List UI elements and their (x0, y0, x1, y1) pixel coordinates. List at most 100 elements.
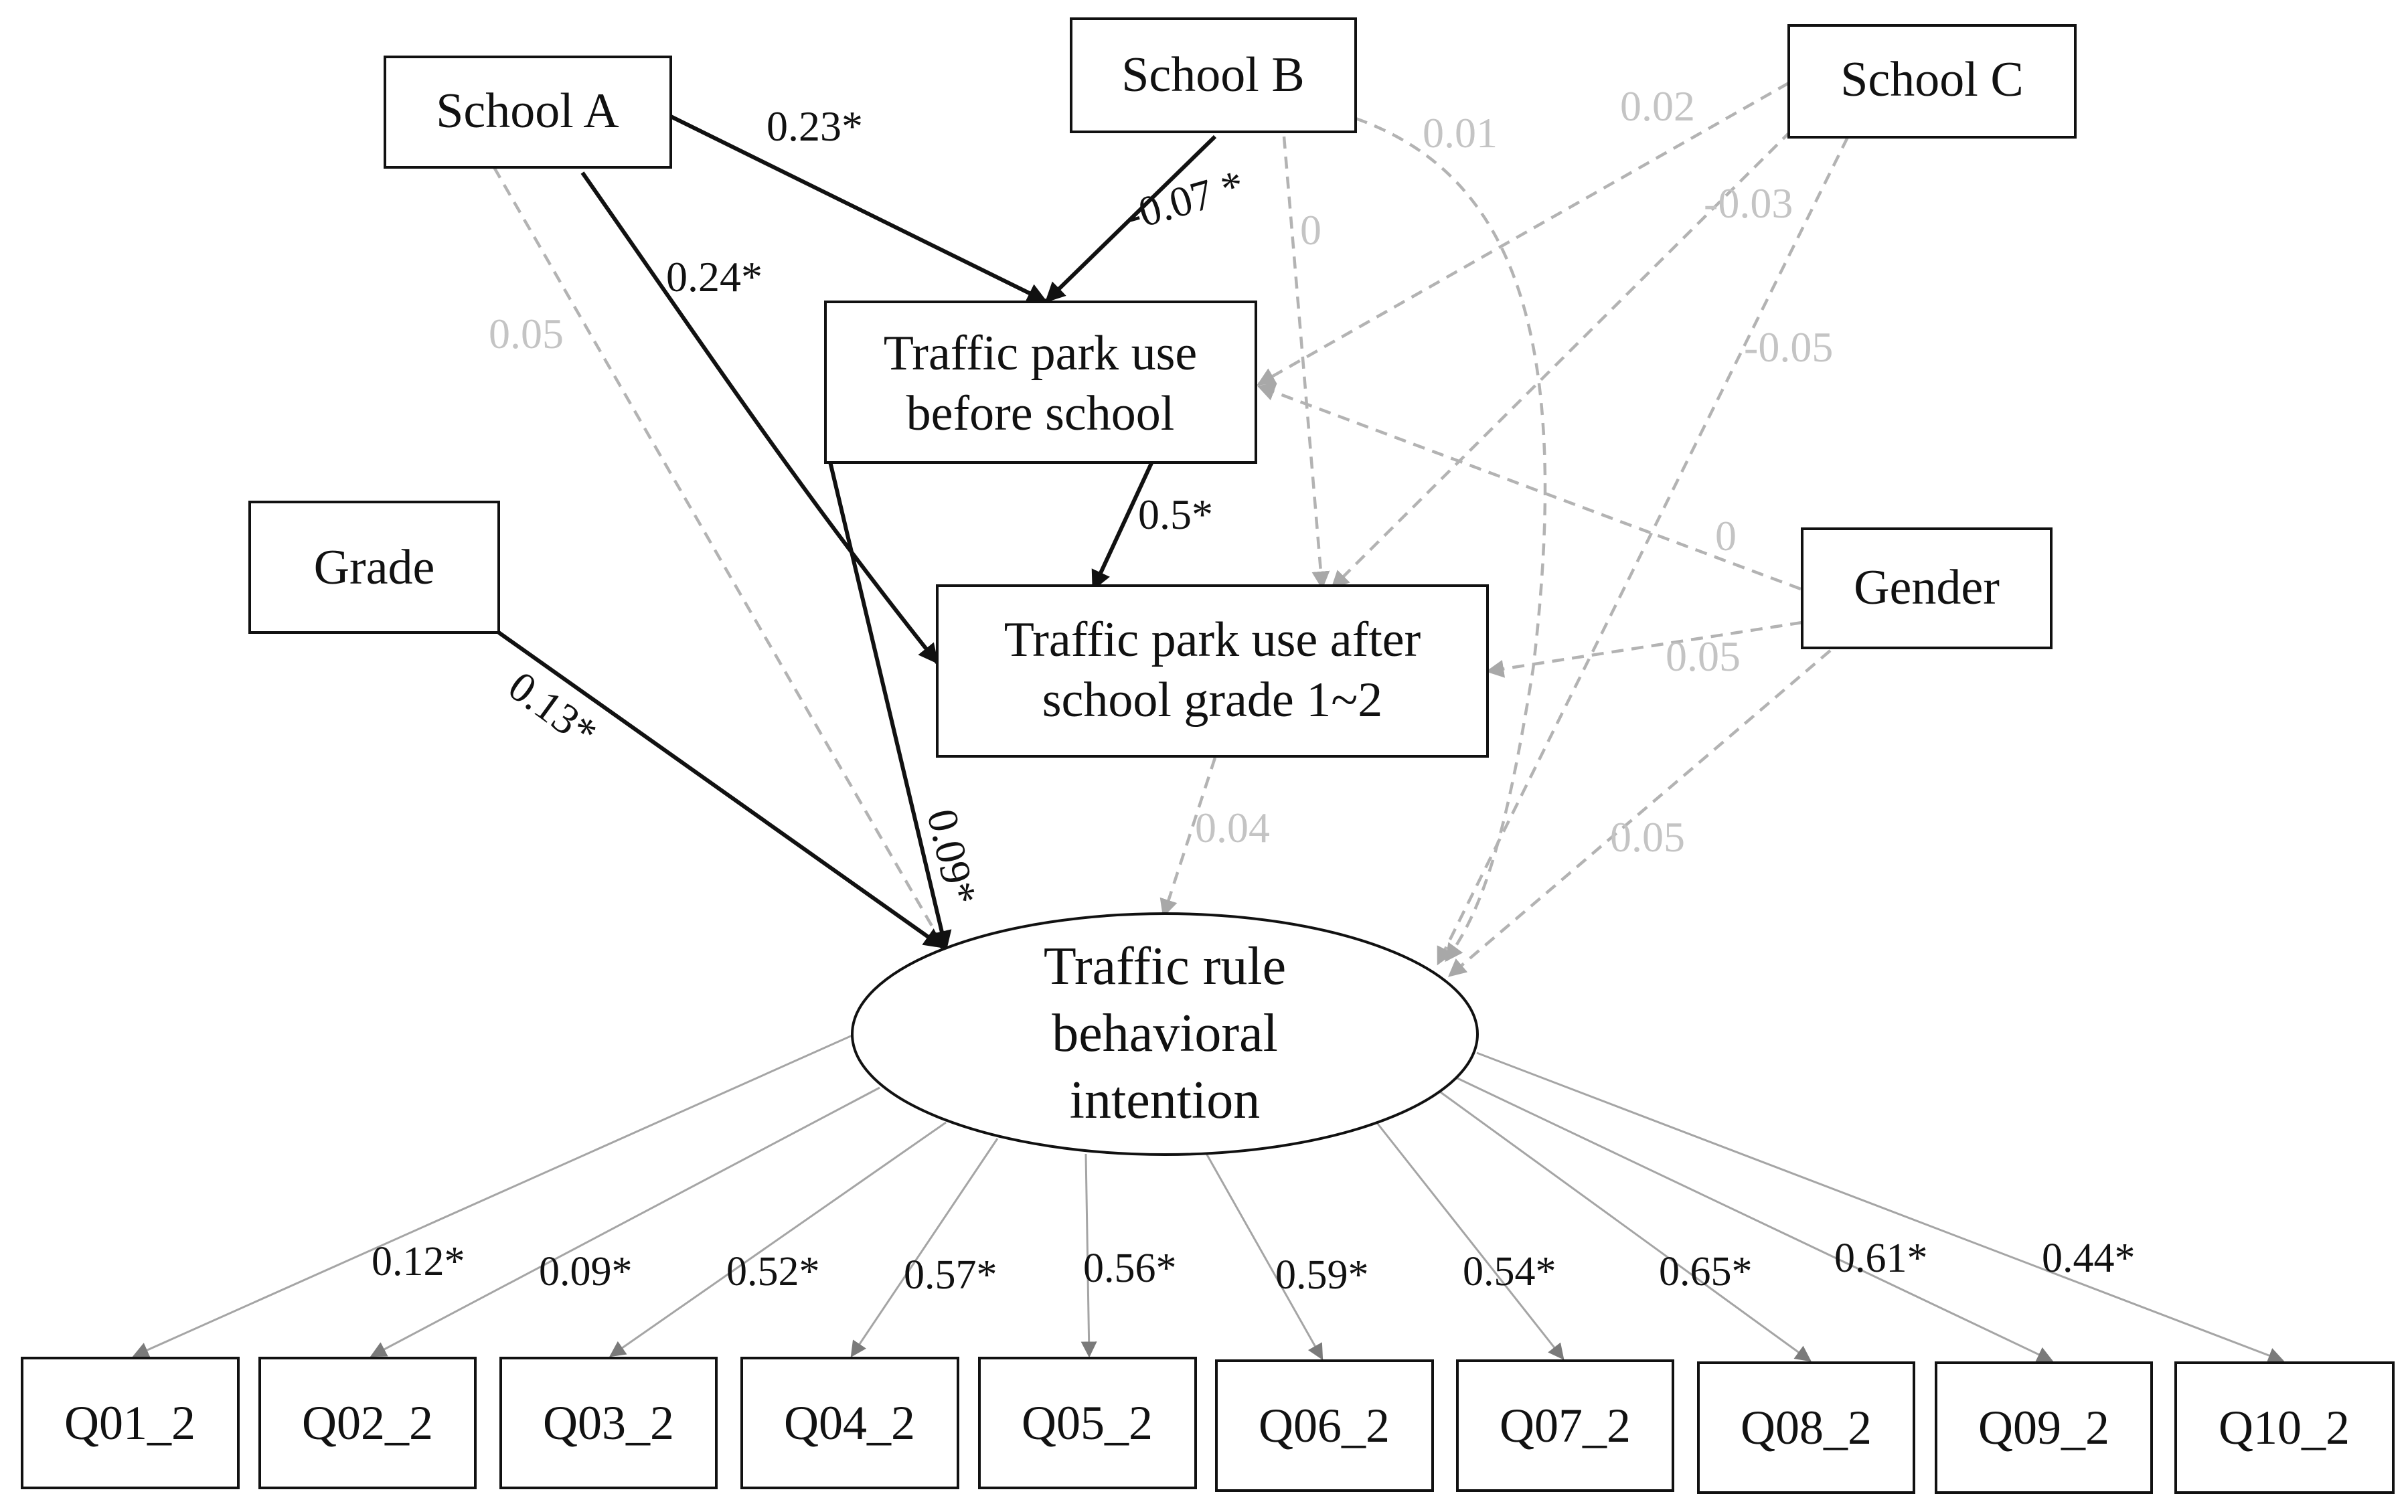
node-label-line-1: Traffic park use (884, 326, 1198, 381)
loading-line (1437, 1089, 1812, 1362)
node-label: Gender (1854, 560, 2000, 615)
loading-paths (132, 1034, 2285, 1363)
node-gender: Gender (1801, 527, 2053, 649)
path-school-a-to-tp-before (668, 114, 1048, 303)
loading-label: 0.57* (904, 1252, 997, 1298)
item-label: Q01_2 (64, 1396, 195, 1450)
loading-label: 0.61* (1834, 1236, 1928, 1281)
coef-school-a-to-tp-after: 0.24* (666, 253, 762, 301)
node-school-c: School C (1787, 24, 2077, 139)
coef-school-c-to-tp-after: -0.03 (1704, 179, 1793, 227)
loading-line (609, 1121, 947, 1357)
item-label: Q04_2 (784, 1396, 915, 1450)
path-gender-to-intention (1447, 649, 1832, 977)
path-tp-after-to-intention (1159, 757, 1217, 918)
node-label-line-2: before school (906, 386, 1175, 441)
loading-label: 0.44* (2042, 1236, 2136, 1281)
observed-variables: School A School B School C Grade Gender … (248, 17, 2077, 758)
item-box: Q09_2 (1935, 1361, 2153, 1494)
loading-line (850, 1138, 999, 1357)
coef-school-c-to-tp-before: 0.02 (1620, 82, 1695, 130)
node-label-line-1: Traffic park use after (1004, 612, 1421, 667)
node-grade: Grade (248, 501, 500, 634)
node-label: School C (1840, 52, 2023, 107)
nonsignificant-paths (493, 82, 1850, 977)
item-box: Q10_2 (2174, 1361, 2395, 1494)
coef-grade-to-intention: 0.13* (500, 662, 606, 757)
path-school-b-to-tp-before (1044, 135, 1217, 303)
path-school-a-to-tp-after (580, 171, 939, 665)
latent-label-line-1: Traffic rule (1044, 937, 1286, 996)
loading-line (370, 1086, 880, 1357)
loading-line (1455, 1076, 2054, 1362)
significant-paths (497, 114, 1217, 951)
path-coefficient-labels: 0.23* -0.07 * 0.24* 0.05 0.01 0 0.02 -0.… (489, 82, 1833, 909)
loading-line (1204, 1151, 1323, 1361)
item-box: Q06_2 (1215, 1359, 1434, 1492)
item-label: Q07_2 (1500, 1399, 1631, 1452)
loading-label: 0.54* (1463, 1249, 1556, 1294)
coef-school-b-to-tp-after: 0 (1300, 206, 1321, 254)
loading-line (132, 1034, 853, 1358)
path-tp-before-to-tp-after (1091, 462, 1153, 591)
item-box: Q02_2 (258, 1357, 477, 1489)
path-gender-to-tp-after (1486, 620, 1803, 678)
node-tp-before: Traffic park use before school (824, 301, 1257, 464)
item-label: Q02_2 (302, 1396, 433, 1450)
loading-label: 0.56* (1083, 1246, 1177, 1291)
latent-label-line-2: behavioral (1052, 1004, 1278, 1063)
node-school-a: School A (384, 56, 672, 169)
node-school-b: School B (1070, 17, 1357, 133)
path-gender-to-tp-before (1257, 383, 1801, 591)
item-label: Q08_2 (1741, 1401, 1872, 1454)
latent-label-line-3: intention (1070, 1071, 1260, 1130)
loading-label: 0.12* (372, 1239, 465, 1284)
indicator-items: Q01_2 Q02_2 Q03_2 Q04_2 Q05_2 Q06_2 Q07_… (21, 1357, 2395, 1494)
item-label: Q10_2 (2219, 1401, 2350, 1454)
path-school-c-to-tp-after (1331, 129, 1793, 589)
coef-tp-before-to-intention: 0.09* (918, 805, 986, 909)
node-tp-after: Traffic park use after school grade 1~2 (936, 584, 1489, 758)
loading-line (1080, 1153, 1097, 1358)
coef-gender-to-tp-after: 0.05 (1666, 633, 1741, 680)
item-label: Q09_2 (1978, 1401, 2109, 1454)
item-box: Q03_2 (499, 1357, 718, 1489)
item-label: Q05_2 (1022, 1396, 1153, 1450)
path-school-b-to-tp-after (1282, 136, 1330, 590)
loading-label: 0.09* (539, 1249, 633, 1294)
node-label: School B (1121, 48, 1304, 102)
coef-gender-to-intention: 0.05 (1610, 813, 1685, 861)
path-tp-before-to-intention (828, 461, 952, 951)
loading-line (1376, 1123, 1564, 1360)
coef-school-a-to-tp-before: 0.23* (767, 102, 863, 150)
loading-labels: 0.12* 0.09* 0.52* 0.57* 0.56* 0.59* 0.54… (372, 1236, 2136, 1298)
node-label-line-2: school grade 1~2 (1042, 673, 1383, 728)
path-grade-to-intention (497, 631, 945, 949)
coef-school-a-to-intention: 0.05 (489, 310, 564, 357)
item-box: Q05_2 (978, 1357, 1197, 1489)
path-school-a-to-intention (493, 166, 947, 951)
loading-label: 0.65* (1659, 1249, 1753, 1294)
coef-school-b-to-intention: 0.01 (1423, 109, 1498, 157)
loading-label: 0.59* (1275, 1252, 1369, 1298)
item-label: Q03_2 (543, 1396, 674, 1450)
node-label: School A (436, 84, 619, 139)
node-label: Grade (314, 540, 435, 595)
item-box: Q07_2 (1456, 1359, 1674, 1492)
path-school-c-to-tp-before (1257, 82, 1790, 386)
coef-school-c-to-intention: -0.05 (1744, 323, 1833, 371)
path-school-b-to-intention (1355, 116, 1547, 962)
coef-school-b-to-tp-before: -0.07 * (1119, 161, 1249, 240)
item-label: Q06_2 (1259, 1399, 1390, 1452)
coef-tp-after-to-intention: 0.04 (1195, 804, 1270, 851)
loading-line (1476, 1052, 2285, 1363)
loading-label: 0.52* (726, 1249, 820, 1294)
item-box: Q08_2 (1697, 1361, 1915, 1494)
path-school-c-to-intention (1436, 137, 1850, 966)
coef-tp-before-to-tp-after: 0.5* (1138, 491, 1213, 538)
item-box: Q04_2 (740, 1357, 959, 1489)
latent-traffic-rule-intention: Traffic rule behavioral intention (851, 912, 1479, 1156)
coef-gender-to-tp-before: 0 (1715, 512, 1737, 560)
item-box: Q01_2 (21, 1357, 240, 1489)
